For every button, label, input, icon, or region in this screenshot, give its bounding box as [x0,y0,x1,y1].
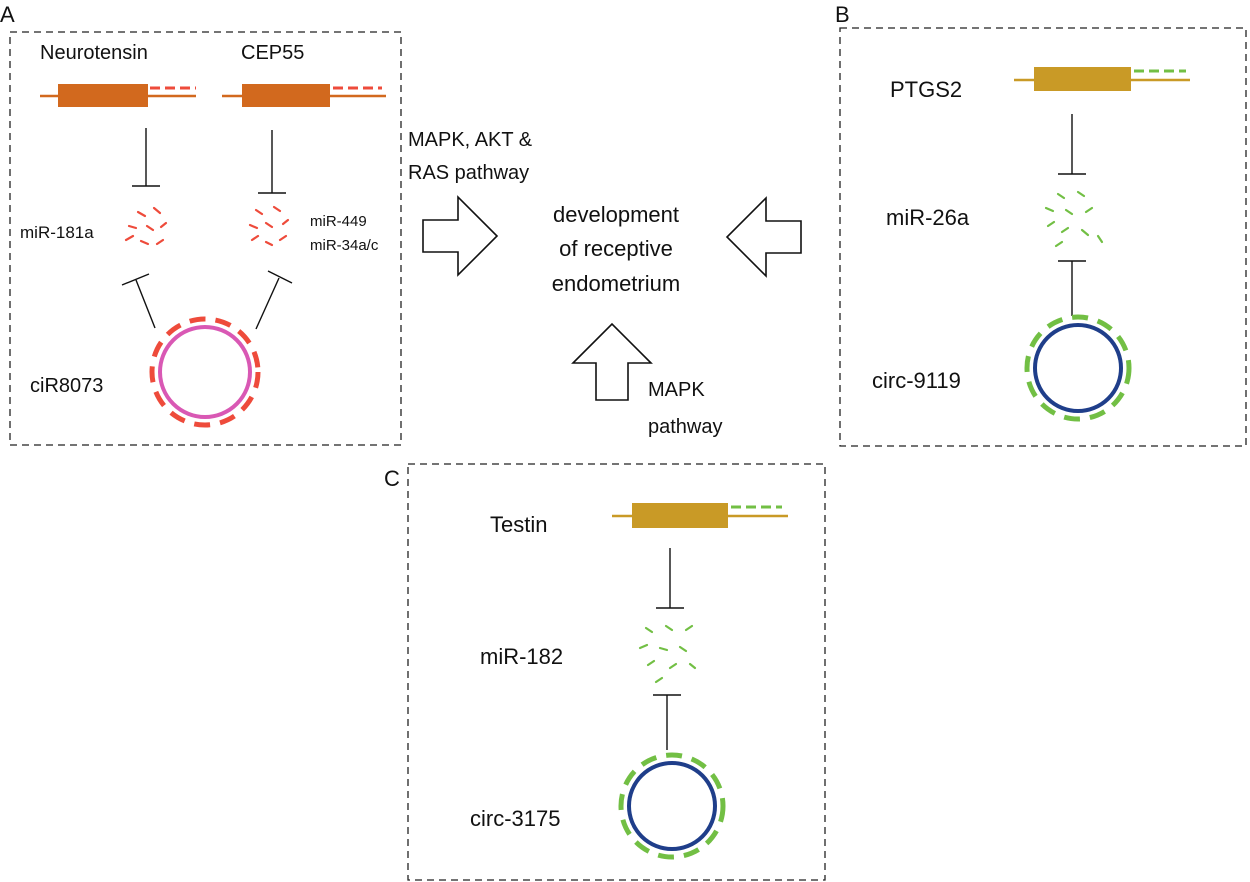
mirna-label-449: miR-449 [310,213,367,230]
panel-a: A Neurotensin CEP55 [0,2,402,446]
mirna-181a-fragments-icon [124,206,168,246]
mirna-182-fragments-icon [638,624,697,684]
gene-neurotensin-icon [40,84,196,107]
gene-cep55-icon [222,84,386,107]
inhibition-cir8073-mir181a-icon [121,273,156,329]
gene-label-cep55: CEP55 [241,42,304,64]
gene-ptgs2-icon [1014,67,1190,91]
gene-label-neurotensin: Neurotensin [40,42,148,64]
panel-a-letter: A [0,2,15,27]
panel-a-border [9,31,402,446]
inhibition-mir182-testin-icon [656,548,684,609]
circrna-circ3175-icon [618,752,726,860]
inhibition-cir8073-mir449-icon [255,270,293,330]
circrna-circ9119-icon [1024,314,1132,422]
arrow-up-icon [571,322,653,401]
arrow-left-icon [725,196,802,278]
inhibition-circ3175-mir182-icon [653,694,681,750]
mirna-449-fragments-icon [248,205,290,247]
circrna-label-cir8073: ciR8073 [30,375,103,397]
arrow-right-icon [422,195,499,277]
panel-c: C Testin miR-182 [384,463,826,881]
pathway-label-left-line1: MAPK, AKT & [408,129,533,151]
mirna-label-34ac: miR-34a/c [310,237,379,254]
gene-label-ptgs2: PTGS2 [890,77,962,102]
panel-c-border [407,463,826,881]
mirna-26a-fragments-icon [1044,190,1104,248]
panel-c-letter: C [384,466,400,491]
circrna-cir8073-icon [149,316,261,428]
circrna-label-circ3175: circ-3175 [470,806,560,831]
mirna-label-182: miR-182 [480,644,563,669]
inhibition-mir26a-ptgs2-icon [1058,114,1086,175]
panel-b-letter: B [835,2,850,27]
pathway-label-left-line2: RAS pathway [408,162,529,184]
gene-label-testin: Testin [490,512,547,537]
center-outcome: MAPK, AKT & RAS pathway development of r… [408,129,802,438]
pathway-label-bottom-line1: MAPK [648,379,705,401]
inhibition-circ9119-mir26a-icon [1058,260,1086,316]
pathway-label-bottom-line2: pathway [648,416,723,438]
gene-testin-icon [612,503,788,528]
inhibition-mir449-cep55-icon [258,130,286,194]
outcome-line3: endometrium [552,271,680,296]
panel-b: B PTGS2 miR-26a [835,2,1247,447]
mirna-label-181a: miR-181a [20,223,94,242]
inhibition-mir181a-neurotensin-icon [132,128,160,187]
panel-b-border [839,27,1247,447]
circrna-label-circ9119: circ-9119 [872,368,961,393]
mirna-label-26a: miR-26a [886,205,970,230]
outcome-line2: of receptive [559,236,673,261]
outcome-line1: development [553,202,679,227]
